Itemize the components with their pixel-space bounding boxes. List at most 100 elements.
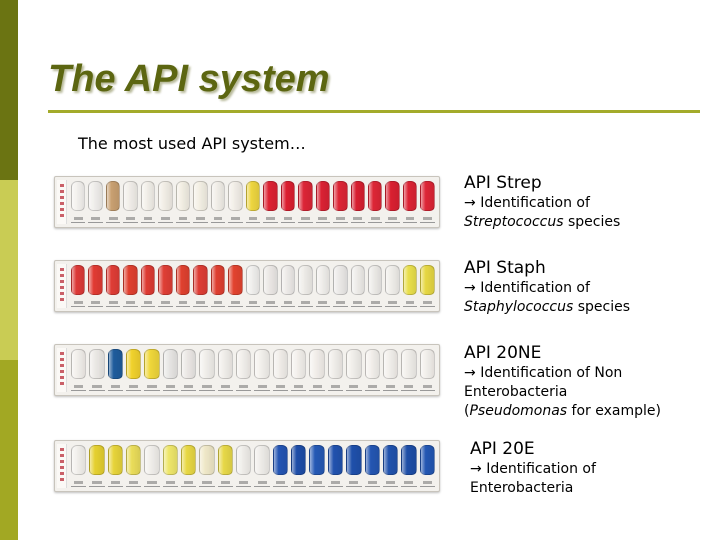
test-well [350, 265, 365, 295]
well-marker [420, 215, 435, 223]
well-marker [315, 299, 331, 307]
test-well [126, 445, 142, 475]
well-marker [107, 383, 124, 391]
test-well [245, 181, 261, 211]
test-well [140, 181, 156, 211]
well-marker [263, 299, 278, 307]
api-20ne-line1: Identification of [480, 365, 590, 381]
well-marker [298, 299, 313, 307]
test-well [193, 181, 208, 211]
test-well [199, 445, 215, 475]
well-marker [367, 215, 383, 223]
api-staph-strip-image [54, 260, 440, 312]
test-well [364, 349, 380, 379]
well-marker [181, 383, 197, 391]
test-well [298, 181, 313, 211]
well-marker [175, 299, 191, 307]
test-well [88, 265, 103, 295]
test-well [181, 445, 197, 475]
test-well [144, 349, 160, 379]
test-well [315, 265, 331, 295]
well-marker [364, 479, 380, 487]
api-20ne-paren: ( [464, 403, 470, 419]
well-marker [123, 215, 138, 223]
arrow-icon: → [464, 195, 476, 211]
well-marker [88, 215, 103, 223]
api-20ne-name: API 20NE [464, 343, 542, 363]
well-marker [401, 479, 417, 487]
test-well [107, 445, 124, 475]
test-well [280, 181, 296, 211]
test-well [89, 445, 105, 475]
well-marker [327, 383, 344, 391]
well-marker [315, 215, 331, 223]
well-marker [210, 299, 226, 307]
test-well [228, 181, 243, 211]
test-well [105, 181, 121, 211]
well-marker [217, 479, 234, 487]
left-band-top [0, 0, 18, 180]
api-strep-genus: Streptococcus [464, 214, 564, 230]
well-marker [280, 299, 296, 307]
test-well [162, 349, 179, 379]
well-marker [105, 299, 121, 307]
well-marker [126, 383, 142, 391]
well-marker [419, 479, 435, 487]
well-marker [144, 479, 160, 487]
test-well [193, 265, 208, 295]
well-marker [327, 479, 344, 487]
test-well [144, 445, 160, 475]
page-title: The API system [48, 58, 330, 100]
well-marker [236, 383, 252, 391]
left-band-middle [0, 180, 18, 360]
well-marker [309, 479, 325, 487]
well-marker [245, 299, 261, 307]
test-well [385, 181, 400, 211]
test-well [272, 349, 289, 379]
test-well [158, 181, 173, 211]
well-marker [228, 299, 243, 307]
well-marker [89, 383, 105, 391]
test-well [420, 181, 435, 211]
test-well [333, 265, 348, 295]
test-well [401, 445, 417, 475]
api-20ne-genus: Pseudomonas [469, 403, 568, 419]
api-20ne-line2: Enterobacteria [464, 384, 568, 400]
test-well [309, 445, 325, 475]
test-well [71, 445, 87, 475]
test-well [385, 265, 400, 295]
test-well [107, 349, 124, 379]
test-well [228, 265, 243, 295]
well-marker [350, 299, 365, 307]
test-well [402, 265, 418, 295]
test-well [217, 445, 234, 475]
well-marker [346, 479, 362, 487]
well-marker [385, 299, 400, 307]
test-well [309, 349, 325, 379]
test-well [162, 445, 179, 475]
well-marker [419, 383, 435, 391]
well-marker [217, 383, 234, 391]
well-marker [162, 479, 179, 487]
left-band-bottom [0, 360, 18, 540]
api-20ne-line3: for example) [571, 403, 661, 419]
well-marker [107, 479, 124, 487]
test-well [350, 181, 365, 211]
well-marker [401, 383, 417, 391]
well-marker [210, 215, 226, 223]
well-marker [158, 215, 173, 223]
test-well [126, 349, 142, 379]
well-marker [402, 215, 418, 223]
well-marker [346, 383, 362, 391]
test-well [199, 349, 215, 379]
well-marker [140, 299, 156, 307]
well-marker [291, 479, 307, 487]
well-marker [333, 299, 348, 307]
test-well [236, 349, 252, 379]
test-well [298, 265, 313, 295]
arrow-icon: → [464, 365, 476, 381]
well-marker [71, 299, 86, 307]
well-marker [245, 215, 261, 223]
test-well [333, 181, 348, 211]
well-marker [123, 299, 138, 307]
